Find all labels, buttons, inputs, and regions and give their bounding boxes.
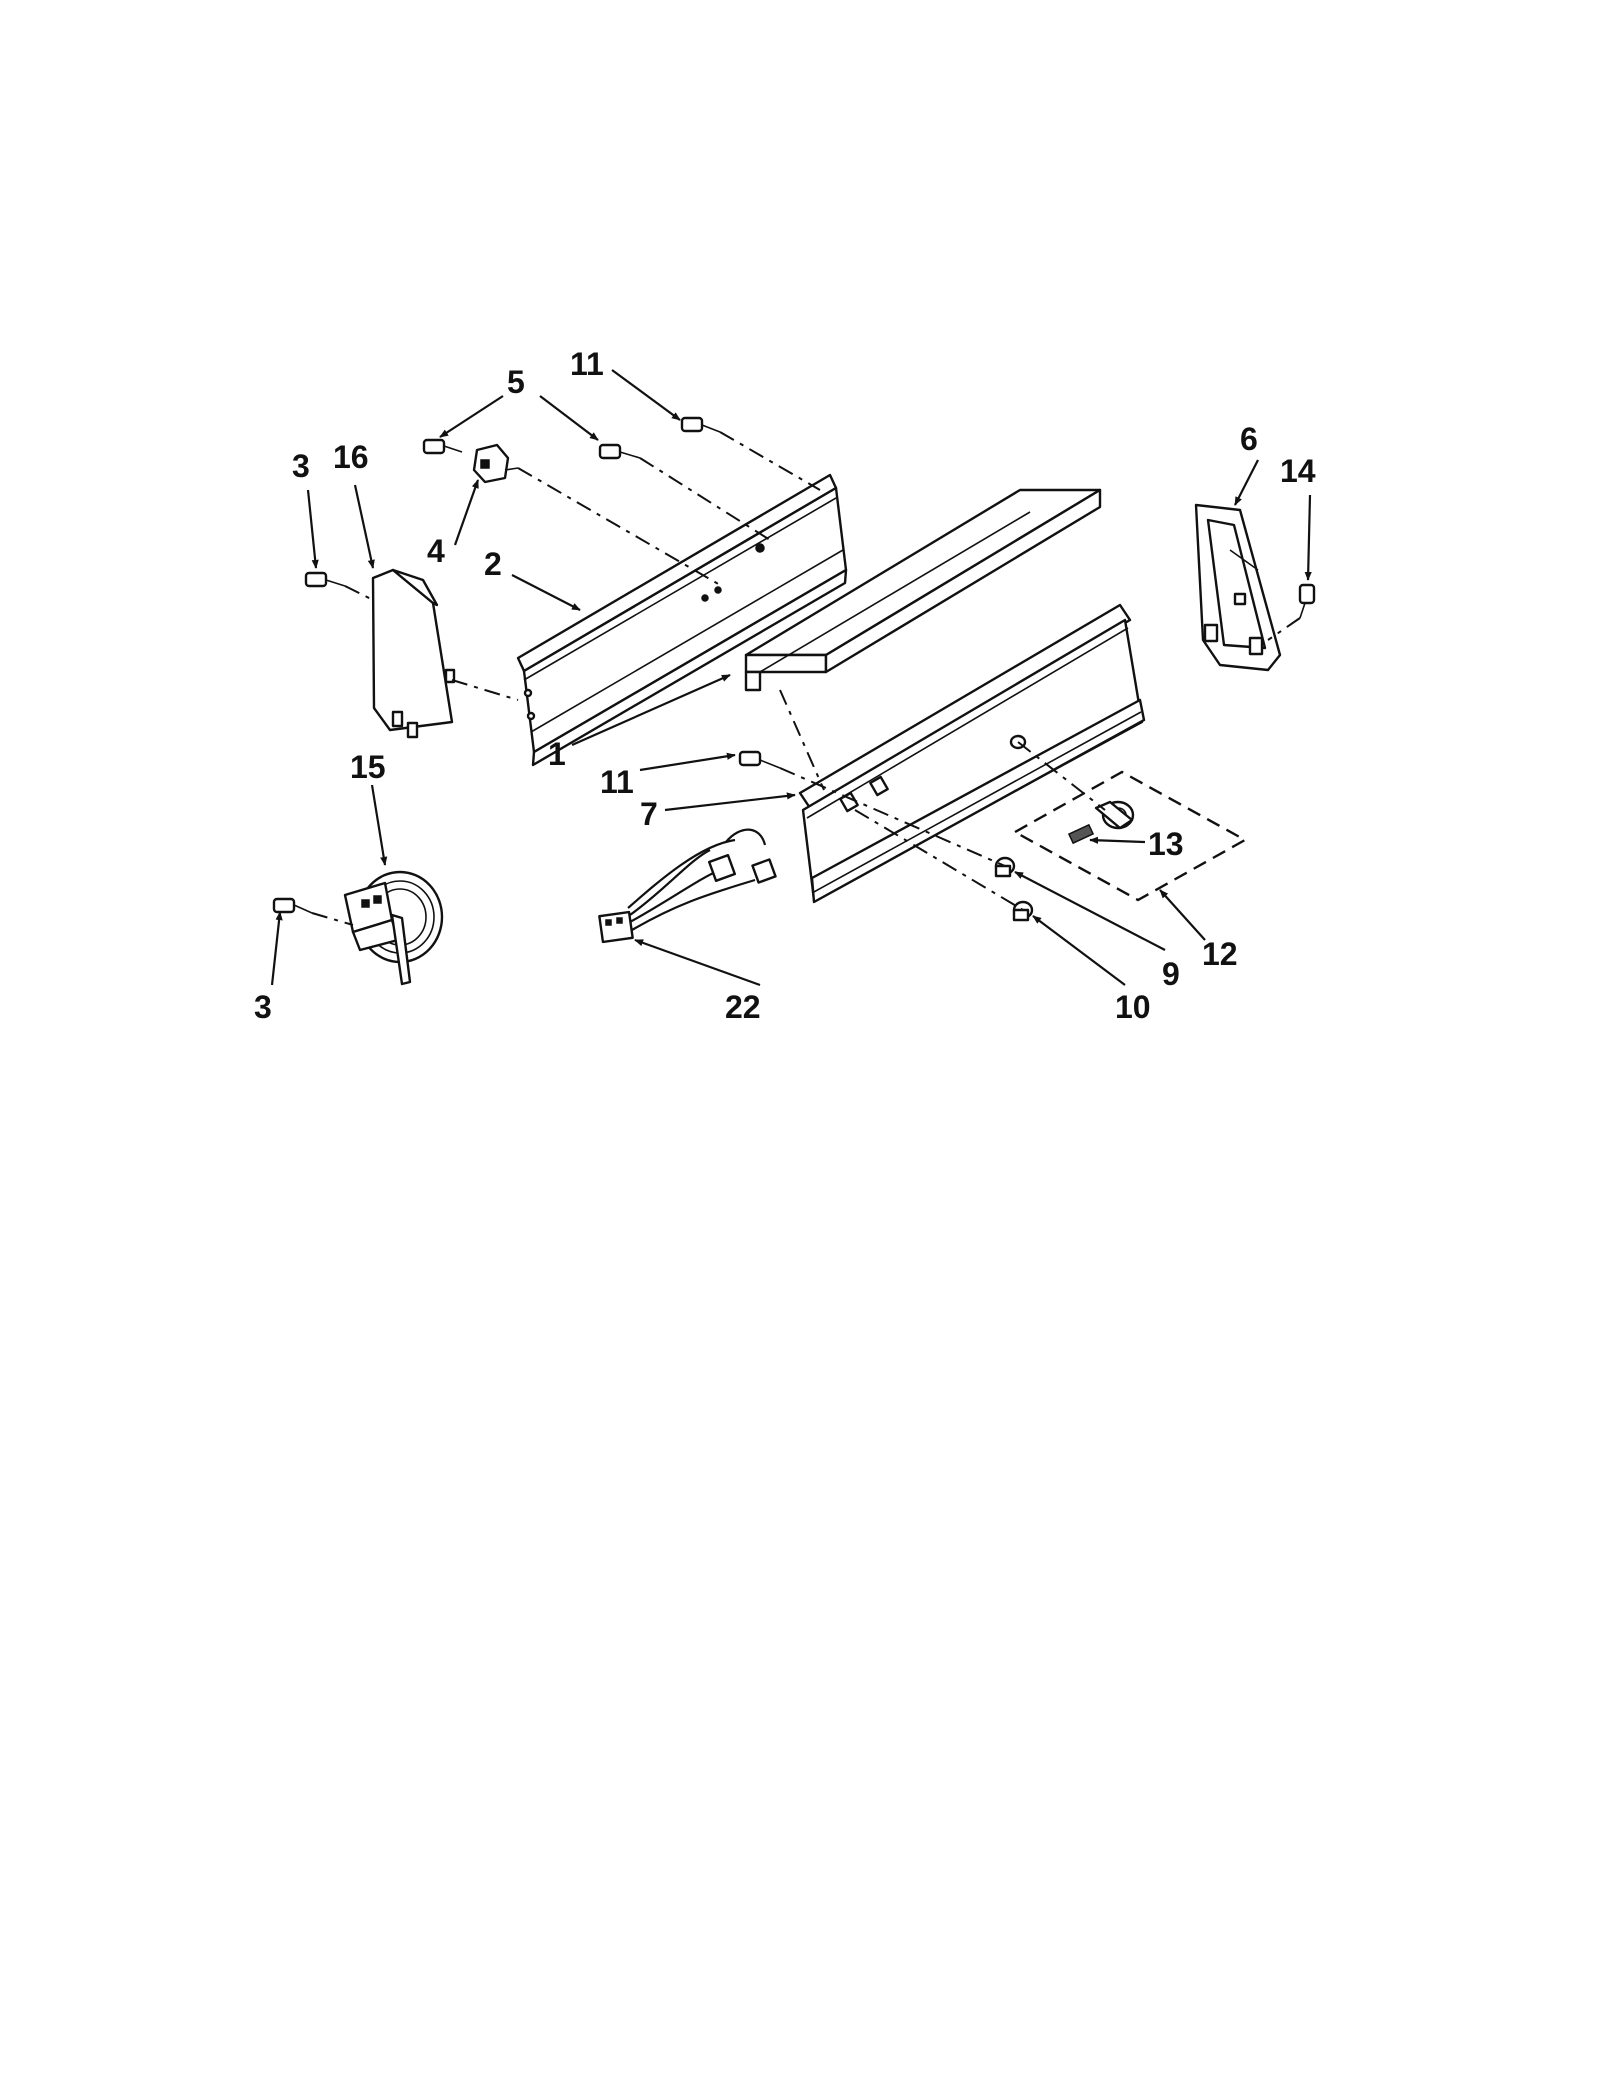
callout-15: 15: [350, 749, 386, 785]
screw-5-left: [422, 438, 463, 455]
part-16-end-cap: [371, 568, 456, 739]
assembly-lines: [311, 431, 1301, 926]
callout-3-bottom: 3: [254, 989, 272, 1025]
callout-6: 6: [1240, 421, 1258, 457]
callout-4: 4: [427, 533, 445, 569]
part-2-rail: [516, 473, 848, 767]
part-15-timer: [343, 870, 444, 986]
callout-16: 16: [333, 439, 369, 475]
leader-arrows: [270, 369, 1312, 987]
kit-12-outline: [1014, 770, 1248, 902]
screw-5-right: [598, 443, 641, 460]
callout-10: 10: [1115, 989, 1151, 1025]
callout-11-top: 11: [570, 346, 604, 382]
part-1-channel: [744, 488, 1102, 692]
callout-14: 14: [1280, 453, 1316, 489]
callout-12: 12: [1202, 936, 1238, 972]
part-9-button: [994, 856, 1016, 878]
callout-11-mid: 11: [600, 764, 634, 800]
callout-5: 5: [507, 364, 525, 400]
screw-3-top: [304, 571, 346, 588]
callout-22: 22: [725, 989, 761, 1025]
callout-2: 2: [484, 546, 502, 582]
part-13-knob-assembly: [1067, 800, 1135, 845]
callout-13: 13: [1148, 826, 1184, 862]
callout-7: 7: [640, 796, 658, 832]
part-6-end-cap: [1194, 503, 1282, 672]
part-7-panel: [798, 603, 1146, 904]
part-22-harness: [598, 828, 777, 944]
callout-9: 9: [1162, 956, 1180, 992]
screw-3-bottom: [272, 897, 313, 914]
screw-11-mid: [738, 750, 781, 769]
part-10-button: [1012, 900, 1034, 922]
callout-labels: 11 5 3 16 4 2 6 14 1 15 11 7 13 12 9 10 …: [254, 346, 1316, 1025]
part-4-switch: [472, 443, 519, 484]
callout-3-top: 3: [292, 448, 310, 484]
screw-14: [1298, 583, 1316, 619]
callout-1: 1: [548, 736, 566, 772]
screw-11-top: [680, 416, 721, 433]
